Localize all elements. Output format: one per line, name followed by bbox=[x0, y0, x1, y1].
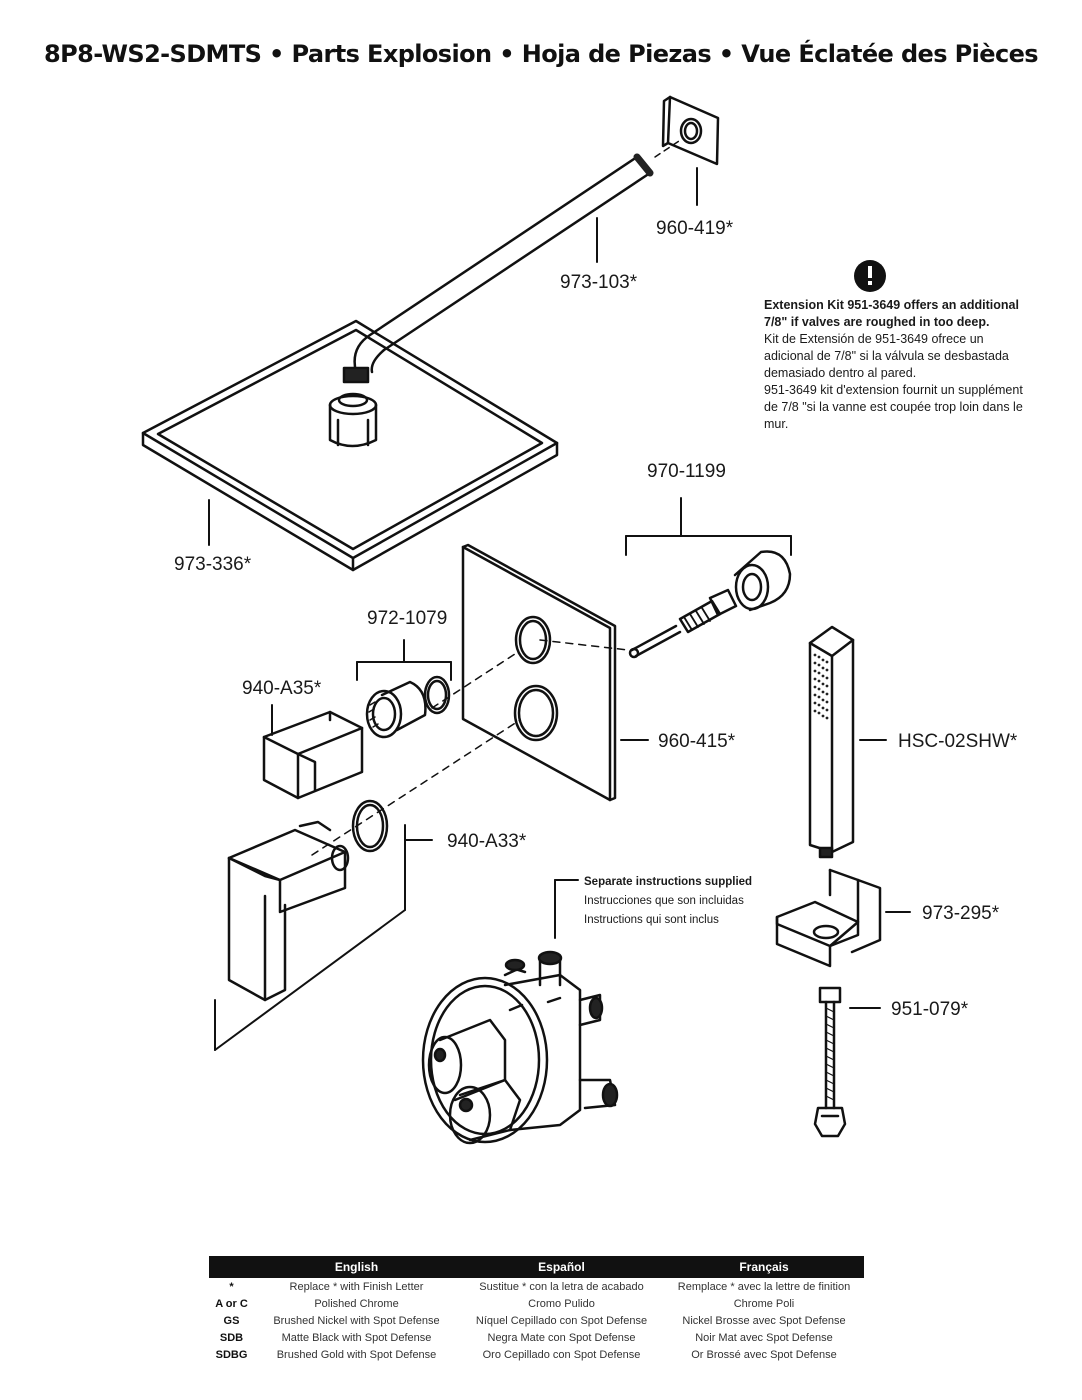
part-label-972-1079: 972-1079 bbox=[367, 608, 447, 629]
diverter-handle-drawing bbox=[262, 710, 364, 800]
finish-spanish: Oro Cepillado con Spot Defense bbox=[482, 1348, 641, 1361]
separate-spanish: Instrucciones que son incluidas bbox=[584, 895, 744, 907]
parts-explosion-diagram: 960-419* 973-103* 973-336* 970-1199 972-… bbox=[141, 95, 1018, 1145]
finish-code: A or C bbox=[215, 1297, 248, 1310]
finish-spanish: Níquel Cepillado con Spot Defense bbox=[475, 1314, 648, 1327]
shower-arm-drawing bbox=[342, 153, 654, 384]
part-label-HSC-02SHW: HSC-02SHW* bbox=[898, 731, 1018, 752]
wall-flange-drawing bbox=[661, 95, 720, 166]
note-spanish: Kit de Extensión de 951-3649 ofrece un a… bbox=[764, 332, 1009, 380]
part-label-960-419: 960-419* bbox=[656, 218, 734, 239]
table-row: A or C Polished Chrome Cromo Pulido Chro… bbox=[209, 1295, 864, 1312]
part-label-973-336: 973-336* bbox=[174, 554, 252, 575]
finish-french: Chrome Poli bbox=[733, 1297, 795, 1310]
stem-extension-drawing bbox=[628, 588, 738, 659]
note-english: Extension Kit 951-3649 offers an additio… bbox=[764, 298, 1019, 329]
finish-english: Matte Black with Spot Defense bbox=[281, 1331, 432, 1344]
finish-french: Remplace * avec la lettre de finition bbox=[677, 1280, 851, 1293]
part-label-970-1199: 970-1199 bbox=[647, 461, 726, 482]
separate-french: Instructions qui sont inclus bbox=[584, 914, 719, 926]
part-label-951-079: 951-079* bbox=[891, 999, 969, 1020]
finish-english: Brushed Gold with Spot Defense bbox=[276, 1348, 437, 1361]
wall-bracket-drawing bbox=[775, 868, 882, 968]
legend-header-empty bbox=[209, 1256, 254, 1278]
finish-code: * bbox=[229, 1280, 234, 1293]
showerhead-drawing bbox=[141, 319, 559, 572]
separate-english: Separate instructions supplied bbox=[584, 876, 753, 888]
table-row: GS Brushed Nickel with Spot Defense Níqu… bbox=[209, 1312, 864, 1329]
finish-french: Noir Mat avec Spot Defense bbox=[695, 1331, 833, 1344]
finish-spanish: Negra Mate con Spot Defense bbox=[487, 1331, 636, 1344]
legend-header-french: Français bbox=[664, 1256, 864, 1278]
finish-english: Replace * with Finish Letter bbox=[289, 1280, 424, 1293]
legend-header-row: English Español Français bbox=[209, 1256, 864, 1278]
finish-legend-table: English Español Français * Replace * wit… bbox=[209, 1256, 864, 1363]
note-french: 951-3649 kit d'extension fournit un supp… bbox=[764, 383, 1023, 431]
part-label-940-A35: 940-A35* bbox=[242, 678, 322, 699]
part-label-973-295: 973-295* bbox=[922, 903, 1000, 924]
finish-spanish: Sustitue * con la letra de acabado bbox=[479, 1280, 644, 1293]
diverter-knob-drawing bbox=[365, 675, 451, 739]
finish-code: SDBG bbox=[215, 1348, 248, 1361]
finish-spanish: Cromo Pulido bbox=[528, 1297, 595, 1310]
spray-nozzles bbox=[813, 653, 829, 720]
table-row: SDB Matte Black with Spot Defense Negra … bbox=[209, 1329, 864, 1346]
hose-ribs bbox=[825, 1007, 835, 1101]
finish-code: SDB bbox=[219, 1331, 244, 1344]
table-row: SDBG Brushed Gold with Spot Defense Oro … bbox=[209, 1346, 864, 1363]
legend-header-spanish: Español bbox=[459, 1256, 664, 1278]
rough-in-valve-drawing bbox=[421, 950, 619, 1145]
trim-plate-drawing bbox=[461, 543, 617, 802]
finish-french: Or Brossé avec Spot Defense bbox=[691, 1348, 837, 1361]
lever-handle-drawing bbox=[227, 820, 350, 1002]
hand-shower-drawing bbox=[808, 625, 855, 859]
part-label-960-415: 960-415* bbox=[658, 731, 736, 752]
extension-kit-note: Extension Kit 951-3649 offers an additio… bbox=[764, 297, 1024, 433]
finish-french: Nickel Brosse avec Spot Defense bbox=[682, 1314, 846, 1327]
table-row: * Replace * with Finish Letter Sustitue … bbox=[209, 1278, 864, 1295]
escutcheon-cap-drawing bbox=[733, 550, 792, 612]
finish-english: Polished Chrome bbox=[314, 1297, 399, 1310]
finish-english: Brushed Nickel with Spot Defense bbox=[273, 1314, 440, 1327]
part-label-940-A33: 940-A33* bbox=[447, 831, 527, 852]
finish-code: GS bbox=[223, 1314, 240, 1327]
separate-instructions-note: Separate instructions supplied Instrucci… bbox=[584, 873, 784, 930]
page-title: 8P8-WS2-SDMTS • Parts Explosion • Hoja d… bbox=[44, 40, 1038, 68]
legend-header-english: English bbox=[254, 1256, 459, 1278]
part-label-973-103: 973-103* bbox=[560, 272, 638, 293]
warning-icon bbox=[854, 260, 886, 292]
